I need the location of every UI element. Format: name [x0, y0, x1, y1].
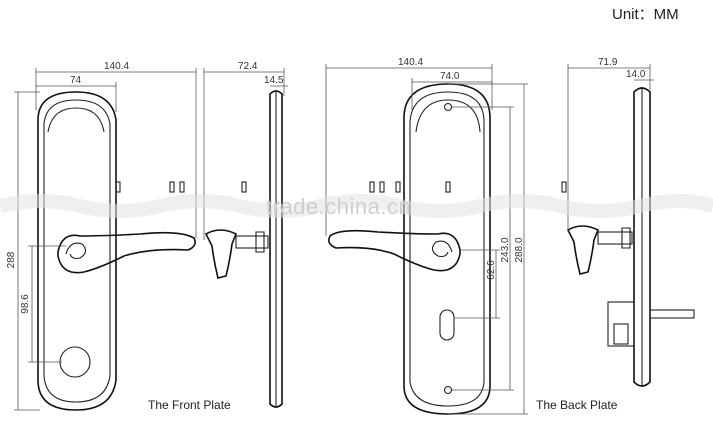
- front-dim-side-plate: 14.5: [264, 75, 284, 86]
- front-dim-plate-width: 74: [70, 75, 82, 86]
- front-dim-side-depth: 72.4: [238, 61, 258, 72]
- back-plate-drawing: [328, 83, 695, 415]
- back-dim-plate-width: 74.0: [440, 71, 460, 82]
- back-plate-caption: The Back Plate: [536, 398, 618, 412]
- back-dim-side-plate: 14.0: [626, 69, 646, 80]
- front-dimensions: [14, 68, 288, 411]
- back-dim-hole-to-screw: 243.0: [500, 237, 511, 262]
- watermark: trade.china.cn: [266, 194, 411, 219]
- watermark-band: [0, 194, 713, 218]
- back-dim-width: 140.4: [398, 57, 423, 68]
- front-dim-width: 140.4: [104, 61, 129, 72]
- front-plate-caption: The Front Plate: [148, 398, 231, 412]
- back-dim-side-depth: 71.9: [598, 57, 618, 68]
- front-plate-drawing: [37, 90, 283, 411]
- front-dim-handle-to-cylinder: 98.6: [20, 294, 31, 314]
- back-dim-hole-to-key: 62.6: [486, 260, 497, 280]
- front-dim-height: 288: [6, 251, 17, 268]
- unit-label: Unit：MM: [612, 6, 679, 23]
- back-dim-height: 288.0: [514, 237, 525, 262]
